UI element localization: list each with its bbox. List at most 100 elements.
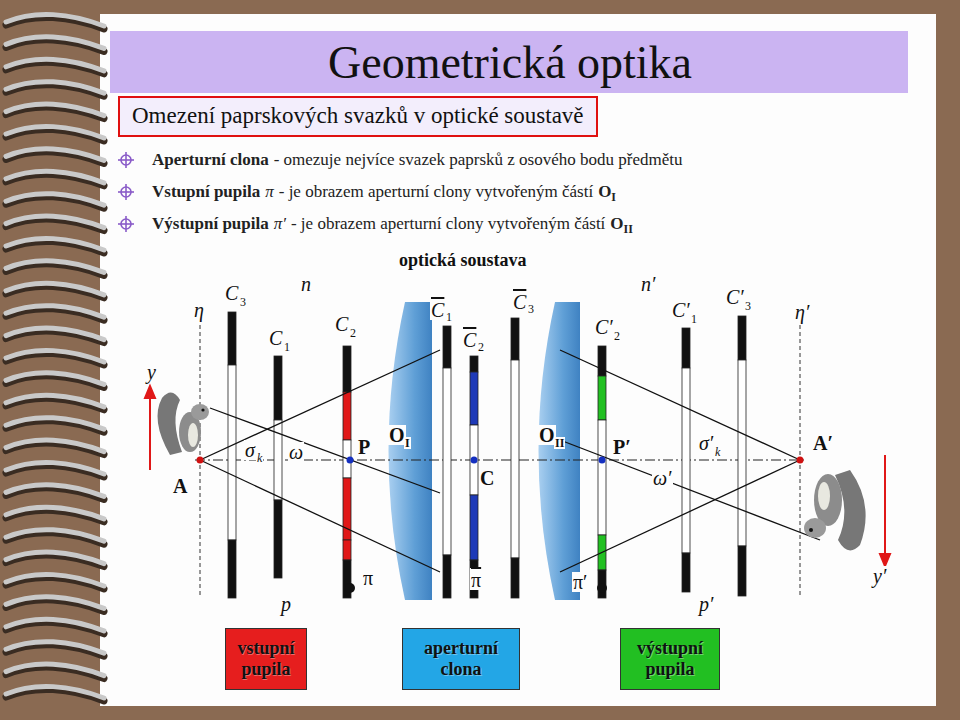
term: Výstupní pupila xyxy=(152,214,269,233)
diaphragm-segment xyxy=(598,376,606,420)
symbol-label: A xyxy=(172,476,188,496)
symbol-label: n′ xyxy=(640,274,656,294)
diaphragm-segment xyxy=(511,360,519,558)
coil xyxy=(6,171,104,183)
diaphragm-segment xyxy=(598,346,606,376)
coil xyxy=(6,373,104,385)
symbol-label: C xyxy=(268,328,283,348)
rays xyxy=(200,350,820,572)
subscript: II xyxy=(554,437,565,449)
diaphragm-segment xyxy=(274,500,282,578)
slide-title: Geometrická optika xyxy=(328,40,692,86)
coil xyxy=(6,306,104,318)
coil xyxy=(6,552,104,564)
definition: - omezuje nejvíce svazek paprsků z osové… xyxy=(274,150,683,169)
diaphragm-segment xyxy=(228,365,236,540)
coil xyxy=(6,462,104,474)
term: Vstupní pupila xyxy=(152,182,260,201)
coil xyxy=(6,149,104,161)
symbol: O xyxy=(598,182,611,201)
coil xyxy=(6,642,104,654)
symbol-label: σ xyxy=(244,440,256,460)
coil xyxy=(6,574,104,586)
lens-oi xyxy=(389,302,433,600)
symbol-label: C′ xyxy=(671,300,691,320)
coil xyxy=(6,194,104,206)
label-box: aperturní clona xyxy=(402,628,520,690)
subscript: I xyxy=(611,190,616,204)
symbol-label: y xyxy=(146,362,157,382)
symbol-label: y′ xyxy=(872,566,887,586)
diaphragm-segment xyxy=(738,360,746,546)
lens-oii xyxy=(539,302,581,600)
symbol-label: C′ xyxy=(594,317,614,337)
bullet-line: Výstupní pupilaπ′- je obrazem aperturní … xyxy=(152,214,633,236)
symbol-label: ω xyxy=(288,442,304,462)
subscript: 2 xyxy=(349,327,357,339)
diaphragm-segment xyxy=(682,368,690,553)
diaphragm-segment xyxy=(343,478,351,540)
diaphragms xyxy=(228,312,746,598)
diaphragm-segment xyxy=(682,328,690,368)
symbol: O xyxy=(610,214,623,233)
symbol-label: C xyxy=(512,290,527,312)
label-box: vstupní pupila xyxy=(225,628,307,690)
symbol: π xyxy=(265,182,274,201)
coil xyxy=(6,104,104,116)
coil xyxy=(6,261,104,273)
subtitle-box: Omezení paprskových svazků v optické sou… xyxy=(118,96,598,137)
symbol-label: σ′ xyxy=(698,433,714,453)
symbol-label: P xyxy=(357,437,371,457)
subscript: I xyxy=(404,437,411,449)
diaphragm-segment xyxy=(598,420,606,535)
subscript: 3 xyxy=(527,303,535,315)
diaphragm-segment xyxy=(343,392,351,440)
symbol-label: η xyxy=(193,300,205,320)
box-label: vstupní pupila xyxy=(232,638,300,679)
symbol-label: C xyxy=(334,314,349,334)
subscript: 3 xyxy=(744,300,752,312)
coil xyxy=(6,619,104,631)
title-band xyxy=(110,31,908,93)
coil xyxy=(6,37,104,49)
coil xyxy=(6,350,104,362)
axis-points xyxy=(197,457,804,594)
symbol-label: O xyxy=(388,425,406,445)
term: Aperturní clona xyxy=(152,150,269,169)
symbol-label: C xyxy=(224,283,239,303)
image-squirrel xyxy=(804,470,866,550)
bullet-line: Vstupní pupila π - je obrazem aperturní cl… xyxy=(152,182,616,204)
coil xyxy=(6,216,104,228)
symbol-label: C xyxy=(479,468,495,488)
coil xyxy=(6,485,104,497)
coil xyxy=(6,283,104,295)
coil xyxy=(6,238,104,250)
symbol-label: n xyxy=(300,274,312,294)
diaphragm-segment xyxy=(228,540,236,598)
subscript: 2 xyxy=(613,330,621,342)
label-box: výstupní pupila xyxy=(620,628,720,690)
coil xyxy=(6,59,104,71)
definition: - je obrazem aperturní clony vytvořeným … xyxy=(279,182,593,201)
diaphragm-segment xyxy=(443,326,451,368)
diaphragm-segment xyxy=(738,546,746,596)
diaphragm-segment xyxy=(470,356,478,372)
diaphragm-segment xyxy=(682,553,690,592)
coil xyxy=(6,597,104,609)
coil xyxy=(6,507,104,519)
symbol-label: π xyxy=(470,568,482,590)
box-label: výstupní pupila xyxy=(627,638,713,679)
diaphragm-segment xyxy=(511,318,519,360)
diaphragm-segment xyxy=(598,570,606,598)
coil xyxy=(6,14,104,26)
coil xyxy=(6,530,104,542)
definition: - je obrazem aperturní clony vytvořeným … xyxy=(291,214,605,233)
symbol-label: C xyxy=(430,298,445,320)
symbol-label: ω′ xyxy=(652,468,673,488)
diaphragm-segment xyxy=(738,316,746,360)
diaphragm-segment xyxy=(343,346,351,392)
subscript: k xyxy=(256,452,263,464)
symbol-label: O xyxy=(538,425,556,445)
coil xyxy=(6,126,104,138)
